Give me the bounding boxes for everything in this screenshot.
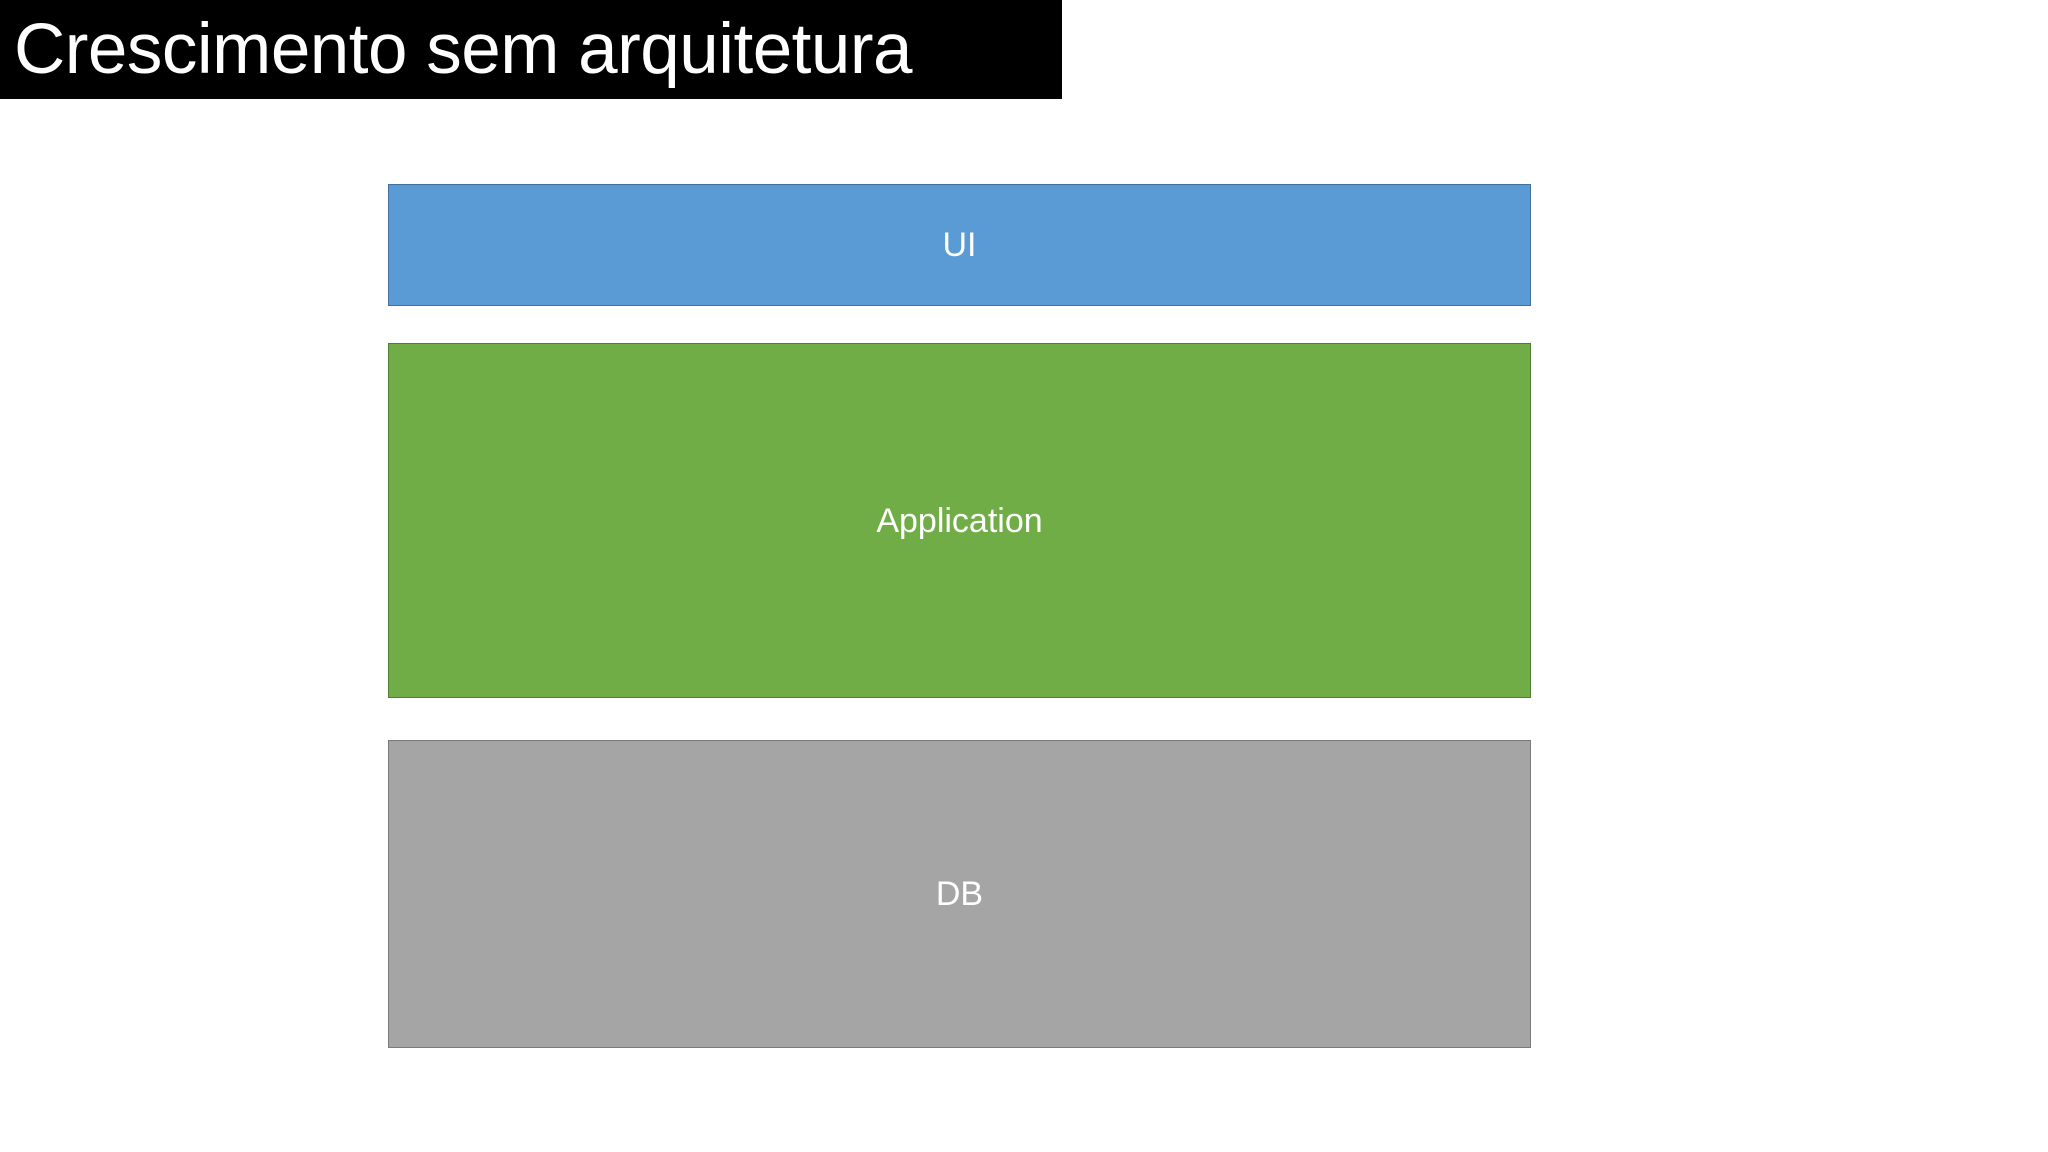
diagram-layer-ui[interactable]: UI bbox=[388, 184, 1531, 306]
diagram-layer-application[interactable]: Application bbox=[388, 343, 1531, 698]
diagram-layer-db-label: DB bbox=[935, 875, 984, 913]
slide-title-band: Crescimento sem arquitetura bbox=[0, 0, 1062, 99]
page-title: Crescimento sem arquitetura bbox=[14, 10, 913, 89]
diagram-layer-db[interactable]: DB bbox=[388, 740, 1531, 1048]
diagram-layer-application-label: Application bbox=[876, 501, 1043, 540]
diagram-layer-ui-label: UI bbox=[942, 226, 977, 264]
